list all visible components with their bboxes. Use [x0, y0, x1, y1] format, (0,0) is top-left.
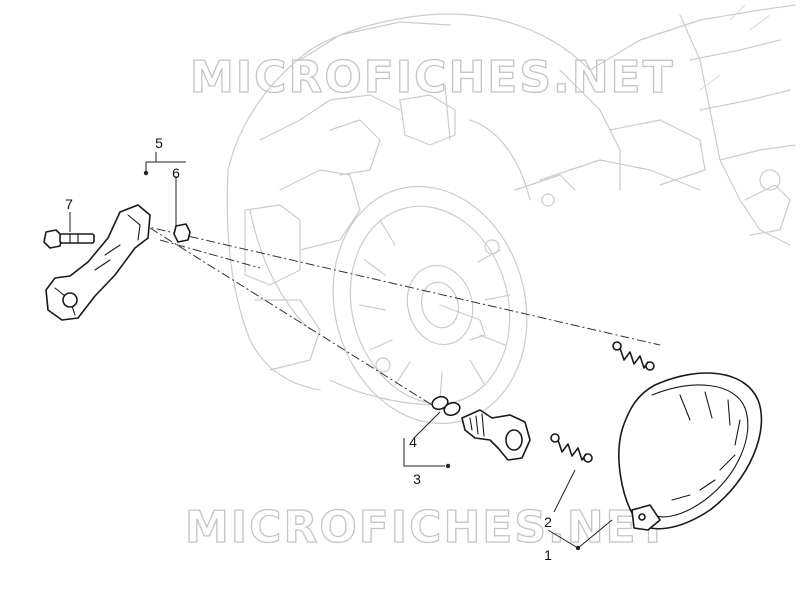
o-ring-parts [431, 395, 461, 417]
leader-dot [575, 545, 581, 551]
brake-shoe-part [618, 372, 763, 531]
callout-5: 5 [155, 135, 163, 151]
bolt-part [43, 229, 95, 249]
callout-1: 1 [544, 547, 552, 563]
watermark-bottom: MICROFICHES.NET [185, 502, 670, 553]
callout-3: 3 [413, 471, 421, 487]
callout-4: 4 [409, 434, 417, 450]
nut-part [173, 223, 191, 243]
callout-leader-lines [69, 152, 613, 551]
brake-cam-part [461, 409, 531, 461]
leader-dot [143, 170, 149, 176]
callout-2: 2 [544, 514, 552, 530]
leader-dot [445, 463, 451, 469]
callout-6: 6 [172, 165, 180, 181]
assembly-axis-lines [139, 224, 661, 411]
callout-labels: 5 6 7 4 3 2 1 [65, 135, 552, 563]
watermark-top: MICROFICHES.NET [190, 52, 675, 103]
spring-parts [550, 341, 655, 463]
brake-lever-part [45, 204, 151, 321]
callout-7: 7 [65, 196, 73, 212]
engine-casing-ghost [226, 4, 796, 425]
